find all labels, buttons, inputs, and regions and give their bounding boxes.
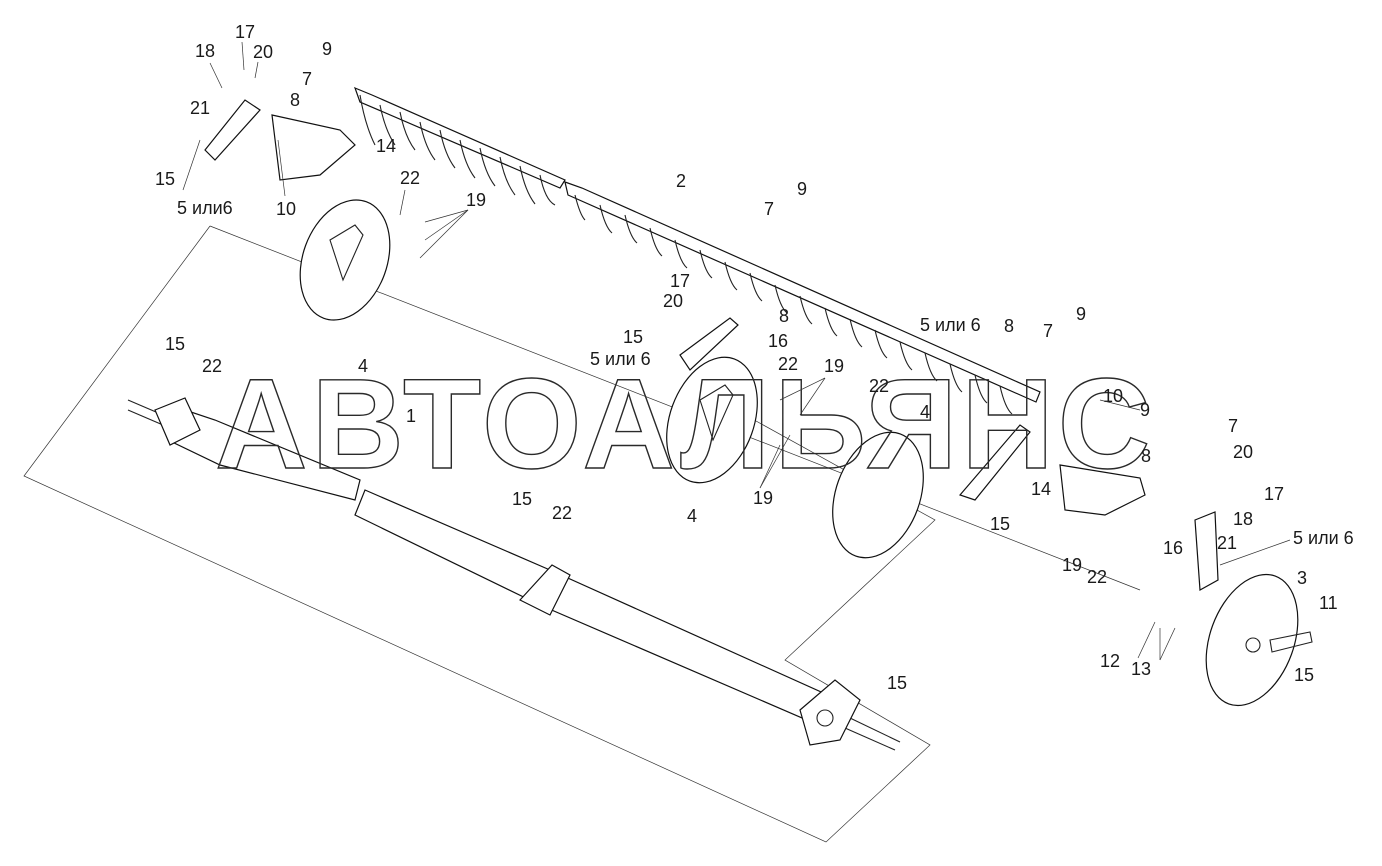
- callout-label: 19: [466, 190, 486, 210]
- callout-label: 7: [1228, 416, 1238, 436]
- callout-label: 4: [687, 506, 697, 526]
- callout-label: 10: [276, 199, 296, 219]
- callout-label: 22: [869, 376, 889, 396]
- callout-label: 21: [1217, 533, 1237, 553]
- disc-end: [1205, 573, 1313, 707]
- tine-bar-main: [564, 181, 1041, 415]
- callout-label: 22: [778, 354, 798, 374]
- disc-right: [832, 431, 924, 559]
- callout-label: 22: [202, 356, 222, 376]
- callout-label: 9: [322, 39, 332, 59]
- callout-label: 10: [1103, 386, 1123, 406]
- main-tube: [127, 397, 901, 751]
- callout-label: 21: [190, 98, 210, 118]
- bracket-right: [958, 424, 1219, 591]
- callout-label: 8: [290, 90, 300, 110]
- callout-label: 14: [376, 136, 396, 156]
- callout-label: 15: [623, 327, 643, 347]
- callout-label: 9: [1140, 400, 1150, 420]
- callout-label: 2: [676, 171, 686, 191]
- callout-label: 1: [406, 406, 416, 426]
- callout-label: 5 или 6: [920, 315, 981, 335]
- callout-label: 14: [1031, 479, 1051, 499]
- callout-label: 5 или 6: [1293, 528, 1354, 548]
- callout-label: 13: [1131, 659, 1151, 679]
- callout-label: 7: [302, 69, 312, 89]
- callout-label: 22: [1087, 567, 1107, 587]
- callout-label: 15: [1294, 665, 1314, 685]
- callout-label: 17: [1264, 484, 1284, 504]
- callout-label: 8: [1004, 316, 1014, 336]
- callout-label: 3: [1297, 568, 1307, 588]
- callout-label: 17: [670, 271, 690, 291]
- bracket-left: [204, 99, 356, 181]
- callout-label: 7: [764, 199, 774, 219]
- callout-labels: 18 17 20 9 7 8 21 14 15 5 или6 10 22 19 …: [155, 22, 1354, 693]
- callout-label: 15: [990, 514, 1010, 534]
- callout-label: 8: [779, 306, 789, 326]
- callout-label: 4: [920, 402, 930, 422]
- callout-label: 20: [1233, 442, 1253, 462]
- callout-label: 22: [400, 168, 420, 188]
- callout-label: 8: [1141, 446, 1151, 466]
- callout-label: 19: [1062, 555, 1082, 575]
- callout-label: 15: [887, 673, 907, 693]
- callout-label: 20: [663, 291, 683, 311]
- leader-lines: [182, 41, 1291, 661]
- bracket-middle: [679, 317, 739, 371]
- callout-label: 4: [358, 356, 368, 376]
- callout-label: 15: [155, 169, 175, 189]
- callout-label: 11: [1319, 593, 1338, 613]
- disc-middle: [666, 356, 758, 484]
- callout-label: 22: [552, 503, 572, 523]
- callout-label: 19: [753, 488, 773, 508]
- callout-label: 19: [824, 356, 844, 376]
- callout-label: 7: [1043, 321, 1053, 341]
- callout-label: 5 или6: [177, 198, 233, 218]
- disc-left: [299, 199, 391, 321]
- callout-label: 17: [235, 22, 255, 42]
- tine-bar-left: [353, 86, 566, 206]
- callout-label: 9: [1076, 304, 1086, 324]
- callout-label: 12: [1100, 651, 1120, 671]
- callout-label: 9: [797, 179, 807, 199]
- callout-label: 18: [195, 41, 215, 61]
- callout-label: 16: [1163, 538, 1183, 558]
- base-outline: [23, 225, 936, 843]
- callout-label: 15: [165, 334, 185, 354]
- callout-label: 20: [253, 42, 273, 62]
- callout-label: 18: [1233, 509, 1253, 529]
- callout-label: 15: [512, 489, 532, 509]
- callout-label: 5 или 6: [590, 349, 651, 369]
- watermark-text: АВТОАЛЬЯНС: [215, 353, 1154, 496]
- callout-label: 16: [768, 331, 788, 351]
